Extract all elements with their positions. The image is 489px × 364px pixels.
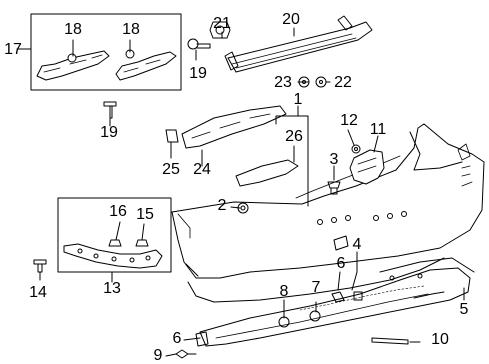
nut-21 — [209, 21, 231, 39]
leader-lines — [16, 27, 465, 357]
bracket-26 — [235, 159, 299, 187]
bracket-inset-box-13 — [57, 197, 172, 273]
callout-3: 3 — [329, 151, 339, 168]
callout-18-right: 18 — [122, 21, 140, 38]
bracket-inset-box-17 — [30, 13, 182, 91]
callout-26: 26 — [285, 128, 303, 145]
callout-14: 14 — [29, 284, 47, 301]
callout-23: 23 — [274, 74, 292, 91]
callout-7: 7 — [311, 279, 321, 296]
retainer-3 — [327, 181, 341, 195]
nut-12 — [351, 144, 361, 154]
lower-valance-5 — [199, 257, 475, 347]
clip-25 — [165, 129, 179, 143]
callout-13: 13 — [103, 280, 121, 297]
callout-11: 11 — [369, 121, 387, 138]
callout-22: 22 — [334, 74, 352, 91]
callout-10: 10 — [431, 331, 449, 348]
callout-8: 8 — [279, 283, 289, 300]
retainer-4 — [353, 291, 363, 301]
screw-9 — [175, 349, 197, 359]
callout-18-left: 18 — [64, 21, 82, 38]
callout-24: 24 — [193, 161, 211, 178]
bracket-24 — [181, 105, 287, 149]
callout-12: 12 — [340, 112, 358, 129]
bolt-19-upper — [187, 38, 211, 50]
callout-20: 20 — [282, 11, 300, 28]
bolt-19-lower — [103, 101, 117, 119]
washer-22 — [315, 76, 327, 88]
impact-bar-20 — [224, 15, 373, 73]
callout-9: 9 — [153, 347, 163, 364]
callout-21: 21 — [213, 15, 231, 32]
molding-10 — [371, 337, 409, 345]
callout-17: 17 — [4, 41, 22, 58]
callout-1: 1 — [293, 91, 303, 108]
callout-2: 2 — [217, 197, 227, 214]
screw-14 — [33, 259, 47, 273]
callout-16: 16 — [109, 203, 127, 220]
callout-19-lower: 19 — [100, 124, 118, 141]
clip-6-right — [331, 291, 345, 303]
callout-25: 25 — [162, 161, 180, 178]
nut-7 — [309, 310, 321, 322]
callout-15: 15 — [136, 206, 154, 223]
callout-6-right: 6 — [336, 255, 346, 272]
callout-6-left: 6 — [172, 330, 182, 347]
callout-19-upper: 19 — [189, 65, 207, 82]
clip-6-left — [195, 331, 209, 347]
callout-5: 5 — [459, 301, 469, 318]
bumper-cover-1 — [171, 123, 485, 303]
callout-4: 4 — [352, 236, 362, 253]
